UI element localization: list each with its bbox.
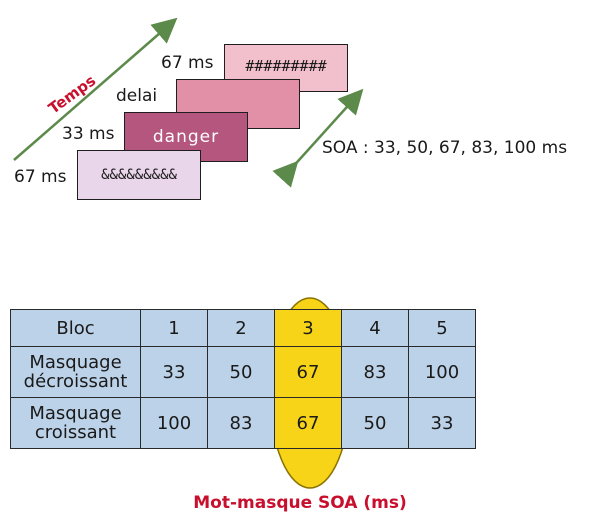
header-cell-2: 2 <box>207 309 275 347</box>
table-cell: 33 <box>408 397 476 449</box>
duration-label-target: 33 ms <box>62 124 115 144</box>
table-cell-highlighted: 67 <box>274 397 342 449</box>
table-cell: 83 <box>207 397 275 449</box>
table-cell: 100 <box>140 397 208 449</box>
duration-label-mask: 67 ms <box>161 53 214 73</box>
row-label-decroissant: Masquage décroissant <box>10 346 141 398</box>
soa-table: Bloc 1 2 3 4 5 Masquage décroissant 33 5… <box>10 309 476 449</box>
header-cell-1: 1 <box>140 309 208 347</box>
header-cell-4: 4 <box>341 309 409 347</box>
duration-label-premask: 67 ms <box>14 167 67 187</box>
table-cell: 50 <box>341 397 409 449</box>
stimulus-content-mask-hash: ######### <box>245 57 327 75</box>
table-cell-highlighted: 67 <box>274 346 342 398</box>
table-cell: 50 <box>207 346 275 398</box>
time-axis-arrow <box>13 17 178 161</box>
stimulus-box-premask: &&&&&&&&& <box>77 150 201 200</box>
duration-label-delay: delai <box>116 86 158 106</box>
table-cell: 33 <box>140 346 208 398</box>
header-cell-5: 5 <box>408 309 476 347</box>
table-row: Masquage décroissant 33 50 67 83 100 <box>10 346 476 398</box>
row-label-croissant: Masquage croissant <box>10 397 141 449</box>
soa-label: SOA : 33, 50, 67, 83, 100 ms <box>322 138 568 158</box>
table-row: Masquage croissant 100 83 67 50 33 <box>10 397 476 449</box>
stimulus-content-premask: &&&&&&&&& <box>101 167 177 183</box>
table-caption: Mot-masque SOA (ms) <box>193 493 407 513</box>
header-cell-bloc: Bloc <box>10 309 141 347</box>
stimulus-content-target: danger <box>152 127 220 147</box>
header-cell-3: 3 <box>274 309 342 347</box>
row-label-line: décroissant <box>23 371 128 392</box>
table-header-row: Bloc 1 2 3 4 5 <box>10 309 476 347</box>
table-cell: 100 <box>408 346 476 398</box>
row-label-line: Masquage <box>29 352 122 373</box>
soa-double-arrow <box>272 88 364 188</box>
row-label-line: croissant <box>34 422 117 443</box>
table-cell: 83 <box>341 346 409 398</box>
row-label-line: Masquage <box>29 403 122 424</box>
